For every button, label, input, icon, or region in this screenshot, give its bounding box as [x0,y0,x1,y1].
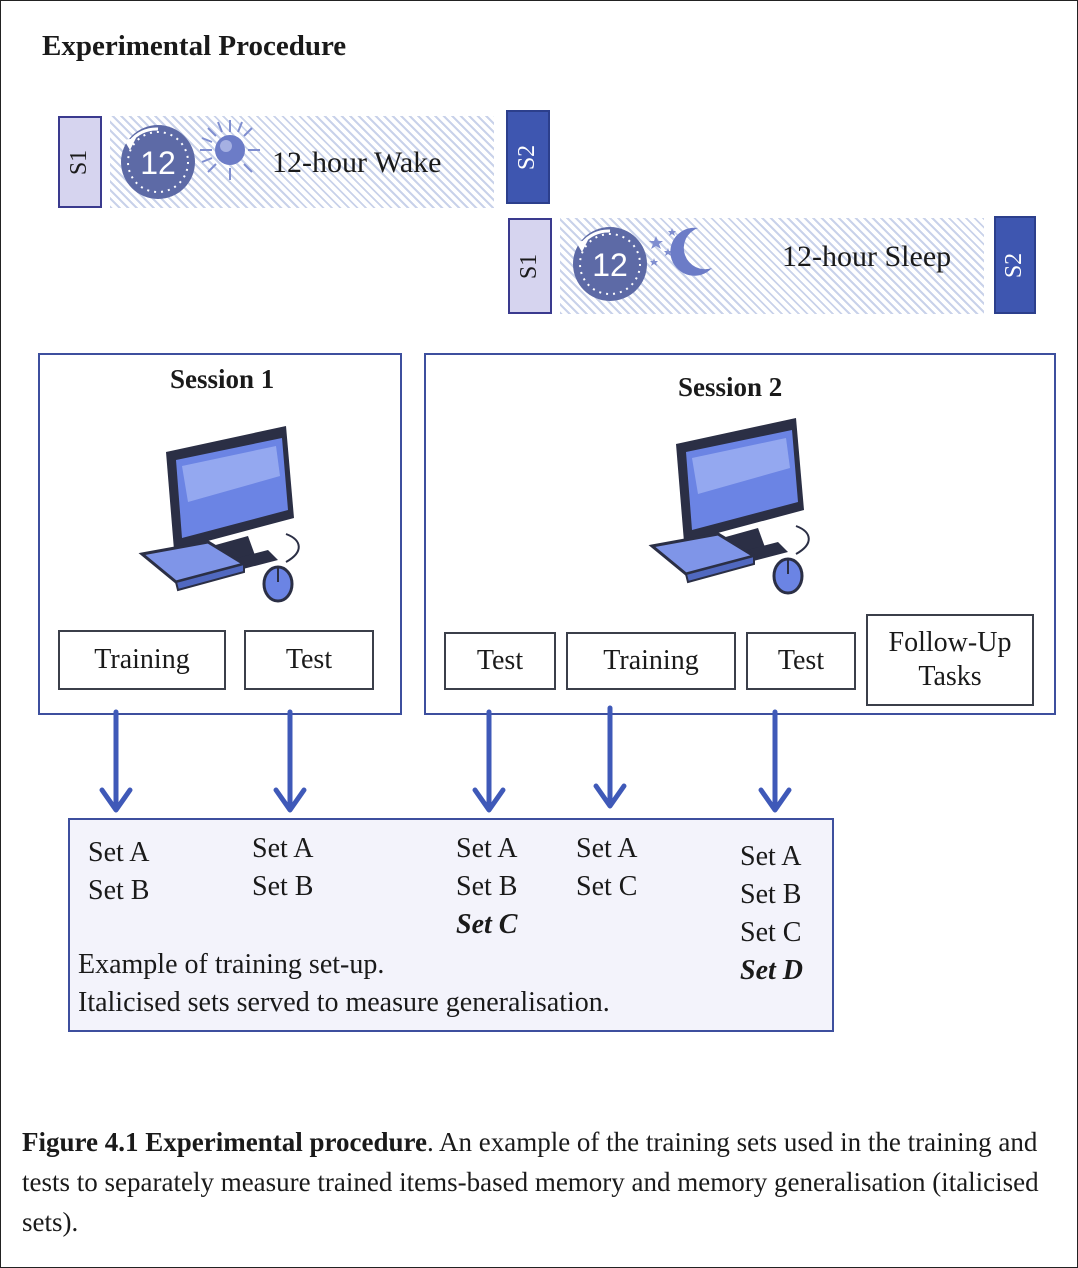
computer-icon [648,418,810,595]
set-item-generalisation: Set D [740,955,803,986]
arrow-session1-test [273,709,307,813]
caption-title: Figure 4.1 Experimental procedure [22,1127,427,1157]
session-2-follow-up-step: Follow-Up Tasks [866,614,1034,706]
set-item: Set C [576,871,638,902]
set-item: Set B [456,871,518,902]
session-2-test-step-2: Test [746,632,856,690]
figure-caption: Figure 4.1 Experimental procedure. An ex… [22,1122,1062,1242]
set-item: Set B [252,871,314,902]
arrow-session2-test-1 [472,709,506,813]
figure-heading: Experimental Procedure [42,30,347,62]
set-column-2: Set A Set B [252,830,313,906]
set-column-1: Set A Set B [88,834,149,910]
session-2-test-step-1: Test [444,632,556,690]
set-item: Set B [740,879,802,910]
wake-clock-number: 12 [140,145,176,181]
sleep-clock-number: 12 [592,247,628,283]
sets-example-box [68,818,834,1032]
set-item: Set A [576,833,638,864]
wake-s2-marker: S2 [506,110,550,204]
arrow-session1-training [99,709,133,813]
set-item: Set A [252,833,314,864]
set-item: Set A [740,841,802,872]
session-2-title: Session 2 [678,372,783,402]
session-1-title: Session 1 [170,364,275,394]
set-item-generalisation: Set C [456,909,518,940]
session-1-test-step: Test [244,630,374,690]
set-item: Set A [456,833,518,864]
sets-note-line-2: Italicised sets served to measure genera… [78,987,610,1018]
arrow-session2-training [593,705,627,809]
moon-icon [649,227,712,276]
caption-text: . An example of the training sets used i… [22,1127,1039,1237]
arrow-session2-test-2 [758,709,792,813]
set-column-4: Set A Set C [576,830,637,906]
set-column-5: Set A Set B Set C Set D [740,838,803,990]
wake-duration-label: 12-hour Wake [272,146,442,179]
clock-icon: 12 [573,227,647,301]
session-1-training-step: Training [58,630,226,690]
set-item: Set C [740,917,802,948]
sets-note-line-1: Example of training set-up. [78,949,385,980]
wake-s1-marker: S1 [58,116,102,208]
sun-icon [200,120,260,180]
computer-icon [138,426,300,603]
set-column-3: Set A Set B Set C [456,830,517,944]
set-item: Set B [88,875,150,906]
set-item: Set A [88,837,150,868]
sleep-s1-marker: S1 [508,218,552,314]
session-2-training-step: Training [566,632,736,690]
sleep-duration-label: 12-hour Sleep [782,240,952,273]
sleep-s2-marker: S2 [994,216,1036,314]
clock-icon: 12 [121,125,195,199]
arrows-layer [99,705,792,813]
